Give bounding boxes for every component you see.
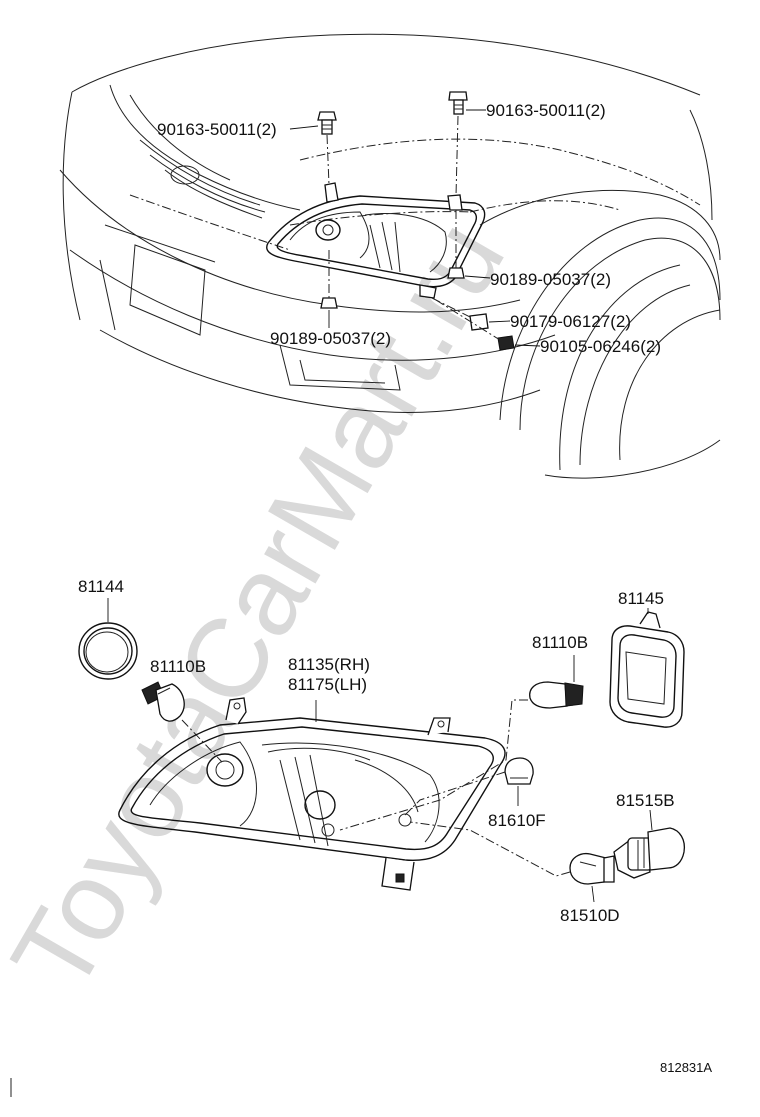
headlamp-installed: [266, 182, 486, 299]
label-headlamp-lh: 81175(LH): [288, 675, 367, 694]
headlamp-exploded: [118, 697, 506, 891]
nut: [431, 297, 489, 331]
bulb-wedge: [409, 821, 615, 903]
label-bulb-wedge: 81510D: [560, 906, 620, 925]
label-screw: 90105-06246(2): [540, 337, 661, 356]
label-cover: 81145: [618, 589, 664, 608]
clip-right: [447, 210, 465, 279]
bulb-left: [141, 681, 223, 763]
socket-big: [613, 809, 686, 879]
label-clip-left: 90189-05037(2): [270, 329, 391, 348]
rear-cover: [609, 608, 685, 728]
bolt-left: [317, 111, 337, 186]
label-seal-ring: 81144: [78, 577, 124, 596]
watermark-text: ToyotaCarMart.ru: [0, 200, 528, 1012]
label-nut: 90179-06127(2): [510, 312, 631, 331]
label-bulb-right: 81110B: [532, 633, 588, 652]
bolt-right: [448, 91, 468, 197]
label-bolt-left: 90163-50011(2): [157, 120, 277, 139]
screw: [435, 299, 515, 351]
label-clip-right: 90189-05037(2): [490, 270, 611, 289]
label-socket-big: 81515B: [616, 791, 675, 810]
figure-code: 812831A: [660, 1060, 712, 1075]
socket-small: [404, 757, 534, 816]
seal-ring: [78, 598, 138, 680]
label-bulb-left: 81110B: [150, 657, 206, 676]
label-socket-small: 81610F: [488, 811, 546, 830]
clip-left: [320, 250, 338, 309]
bulb-right: [339, 655, 584, 831]
label-headlamp-rh: 81135(RH): [288, 655, 370, 674]
label-bolt-right: 90163-50011(2): [486, 101, 606, 120]
